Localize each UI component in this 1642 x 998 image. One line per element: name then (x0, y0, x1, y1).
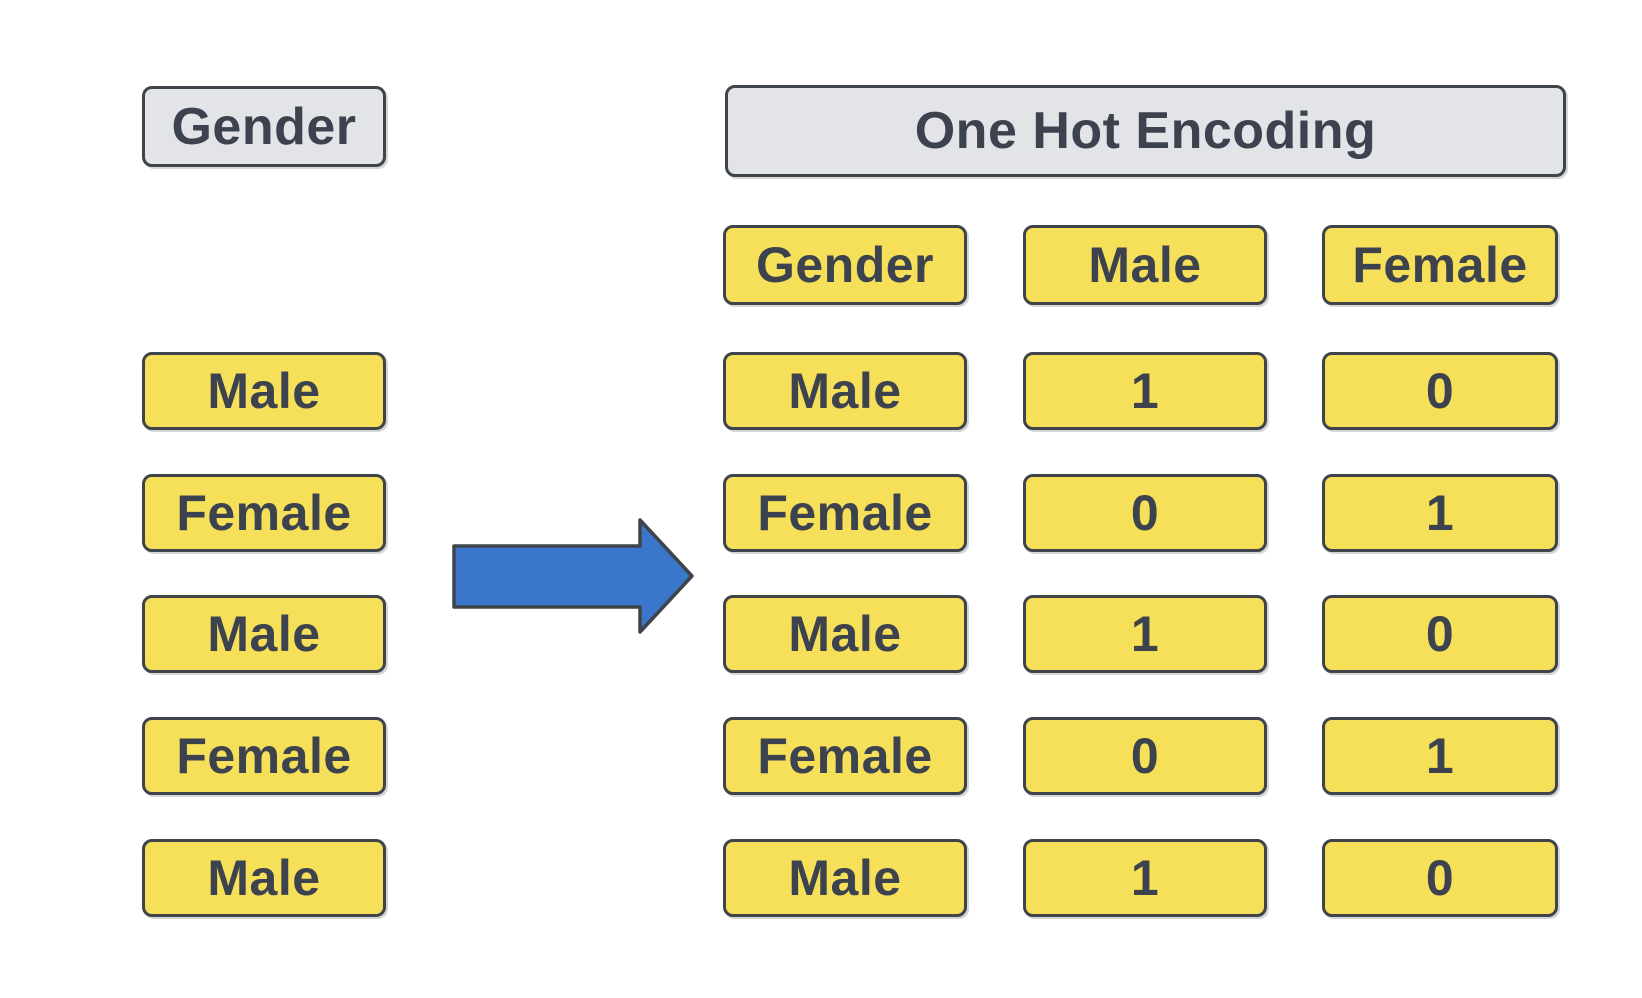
left-column-header: Gender (142, 86, 386, 167)
cell-r3-gender: Male (723, 595, 967, 673)
right-col-header-female: Female (1322, 225, 1558, 305)
left-row-5: Male (142, 839, 386, 917)
cell-r5-female: 0 (1322, 839, 1558, 917)
left-row-2: Female (142, 474, 386, 552)
cell-r1-female: 0 (1322, 352, 1558, 430)
cell-r4-gender: Female (723, 717, 967, 795)
left-row-1: Male (142, 352, 386, 430)
transform-arrow-icon (450, 515, 698, 640)
cell-r3-female: 0 (1322, 595, 1558, 673)
left-row-4: Female (142, 717, 386, 795)
right-table-title: One Hot Encoding (725, 85, 1566, 177)
cell-r5-gender: Male (723, 839, 967, 917)
cell-r2-male: 0 (1023, 474, 1267, 552)
right-col-header-gender: Gender (723, 225, 967, 305)
cell-r3-male: 1 (1023, 595, 1267, 673)
left-row-3: Male (142, 595, 386, 673)
cell-r5-male: 1 (1023, 839, 1267, 917)
right-col-header-male: Male (1023, 225, 1267, 305)
cell-r4-female: 1 (1322, 717, 1558, 795)
cell-r4-male: 0 (1023, 717, 1267, 795)
cell-r2-gender: Female (723, 474, 967, 552)
cell-r1-gender: Male (723, 352, 967, 430)
cell-r2-female: 1 (1322, 474, 1558, 552)
cell-r1-male: 1 (1023, 352, 1267, 430)
